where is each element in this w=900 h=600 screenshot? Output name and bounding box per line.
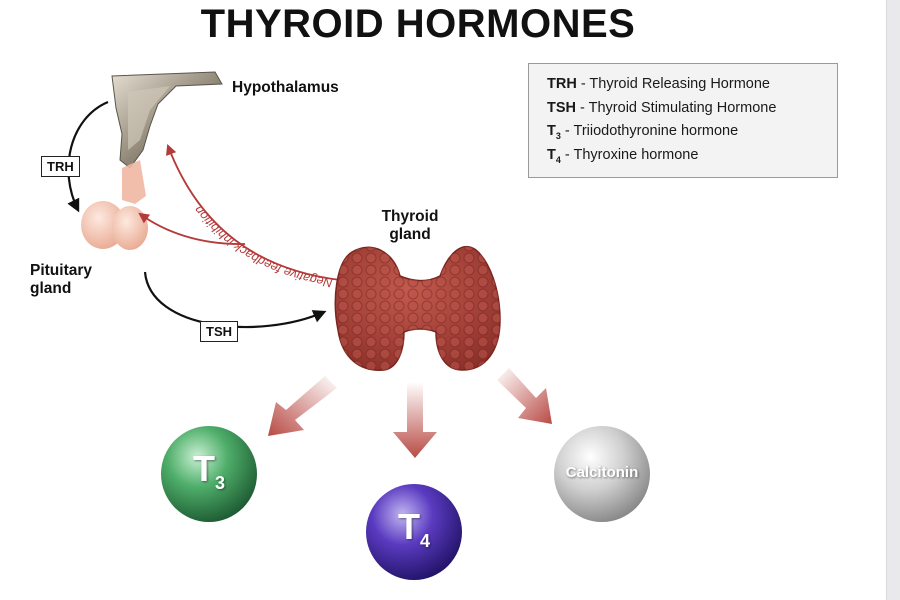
trh-label: TRH bbox=[41, 156, 80, 177]
page-title: THYROID HORMONES bbox=[200, 2, 636, 46]
feedback-label-path: Negative feedback inhibition bbox=[191, 203, 333, 290]
trh-arrow bbox=[67, 100, 109, 213]
legend-item-t3: T3 - Triiodothyronine hormone bbox=[547, 121, 837, 145]
t4-label: T4 bbox=[366, 506, 462, 552]
legend-item-t4: T4 - Thyroxine hormone bbox=[547, 145, 837, 169]
arrow-to-calcitonin bbox=[497, 368, 552, 424]
legend-abbr: T bbox=[547, 123, 556, 139]
t4-sub: 4 bbox=[419, 531, 430, 552]
t3-label: T3 bbox=[161, 448, 257, 494]
thyroid-label: Thyroid gland bbox=[381, 208, 439, 243]
t3-main: T bbox=[192, 448, 215, 489]
legend-abbr: T bbox=[547, 146, 556, 163]
legend-desc: - Thyroxine hormone bbox=[560, 146, 699, 163]
t4-ball bbox=[366, 484, 462, 580]
legend-abbr: TSH bbox=[547, 99, 576, 116]
legend-item-tsh: TSH - Thyroid Stimulating Hormone bbox=[547, 98, 837, 122]
legend-item-trh: TRH - Thyroid Releasing Hormone bbox=[547, 74, 837, 98]
calcitonin-main: Calcitonin bbox=[565, 464, 639, 481]
legend-desc: - Triiodothyronine hormone bbox=[560, 123, 739, 139]
t3-ball bbox=[161, 426, 257, 522]
calcitonin-ball bbox=[554, 426, 650, 522]
legend-box: TRH - Thyroid Releasing Hormone TSH - Th… bbox=[528, 63, 838, 178]
legend-sub: 3 bbox=[555, 130, 561, 141]
arrow-to-t4 bbox=[393, 382, 437, 458]
t3-sub: 3 bbox=[214, 473, 225, 494]
feedback-label: Negative feedback inhibition bbox=[191, 203, 333, 290]
arrow-to-t3 bbox=[268, 376, 337, 436]
pituitary-illustration bbox=[81, 160, 148, 250]
legend-desc: - Thyroid Releasing Hormone bbox=[576, 76, 770, 92]
negative-feedback-arrow bbox=[166, 143, 341, 281]
tsh-label: TSH bbox=[200, 321, 238, 342]
pituitary-label: Pituitary gland bbox=[30, 262, 93, 297]
hypothalamus-label: Hypothalamus bbox=[232, 79, 339, 96]
scrollbar-strip bbox=[886, 0, 900, 600]
legend-sub: 4 bbox=[555, 154, 561, 165]
legend-desc: - Thyroid Stimulating Hormone bbox=[576, 99, 777, 116]
legend-abbr: TRH bbox=[547, 76, 577, 92]
calcitonin-label: Calcitonin bbox=[554, 464, 650, 481]
t4-main: T bbox=[397, 506, 420, 547]
hypothalamus-illustration bbox=[111, 71, 223, 169]
thyroid-illustration bbox=[334, 246, 501, 371]
negative-feedback-arrow-pituitary bbox=[138, 212, 246, 245]
